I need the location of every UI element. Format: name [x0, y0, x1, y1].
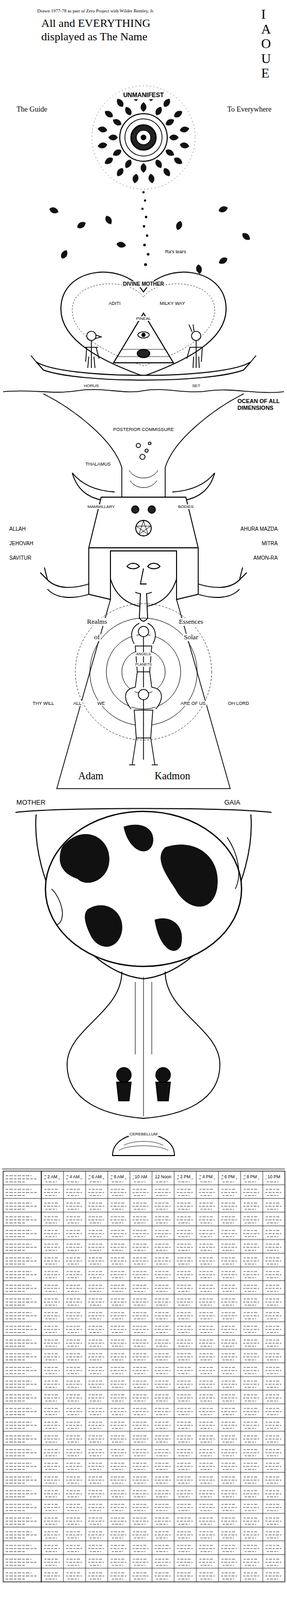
figure-label: ARE OF US	[179, 699, 207, 706]
figure-label: AMON-RA	[252, 554, 279, 561]
falling-leaves	[48, 204, 252, 275]
figure-label: MILKY WAY	[158, 300, 187, 306]
title: All and EVERYTHING displayed as The Name	[40, 16, 172, 44]
table-header: 8 PM	[245, 1173, 259, 1179]
table-header: 2 AM	[46, 1173, 59, 1179]
figure-label: ALL	[72, 699, 83, 706]
figure-label: ALLAH	[8, 525, 27, 532]
figure-label: Realms	[86, 617, 109, 626]
table-header: 6 AM	[90, 1173, 103, 1179]
figure-label: ANGELS	[135, 651, 152, 656]
figure-label: CEREBELLUM	[128, 1130, 159, 1136]
figure-label: HORUS	[83, 383, 101, 388]
figure-label: DIVINE MOTHER	[121, 280, 165, 287]
horus-set-boat	[30, 324, 257, 380]
mandala	[91, 85, 196, 189]
table-header: 4 PM	[201, 1173, 214, 1179]
figure-label: OH LORD	[226, 699, 250, 706]
figure-label: Ra's tears	[164, 248, 187, 254]
figure-label: THY WILL	[31, 699, 55, 706]
earth-bowl	[15, 807, 272, 979]
figure-label: MAMMILLARY	[86, 503, 117, 509]
adam-kadmon	[56, 598, 231, 788]
horned-head	[40, 472, 247, 621]
figure-label: Kadmon	[153, 769, 192, 781]
credit-note: Drawn 1977-78 as part of Zero Project wi…	[36, 8, 156, 14]
figure-label: Essences	[178, 617, 205, 626]
figure-label: IAOUE	[261, 7, 275, 82]
ocean-funnel	[3, 389, 284, 497]
correspondence-table	[2, 1167, 285, 1581]
figure-label: of	[93, 632, 102, 641]
table-header: 2 PM	[179, 1173, 192, 1179]
figure-label: GAIA	[222, 798, 242, 806]
figure-label: THALAMUS	[84, 460, 112, 467]
figure-label: OCEAN OF ALL DIMENSIONS	[236, 397, 284, 411]
figure-label: BODIES	[177, 503, 195, 509]
figure-label: AHURA MAZDA	[239, 525, 279, 532]
figure-label: To Everywhere	[226, 105, 273, 114]
table-header: 4 AM	[68, 1173, 81, 1179]
table-header: 10 PM	[266, 1173, 282, 1179]
figure-label: PINEAL	[135, 315, 152, 321]
tears	[141, 190, 150, 266]
figure-label: UNMANIFEST	[122, 91, 166, 100]
figure-label: Adam	[77, 769, 105, 781]
table-header: 12 Noon	[153, 1173, 173, 1179]
figure-label: SET	[190, 383, 202, 388]
figure-label: MOTHER	[15, 798, 47, 806]
figure-label: ADITI	[107, 300, 122, 306]
figure-label: WE	[96, 699, 107, 706]
table-header: 8 AM	[112, 1173, 125, 1179]
table-header: 10 AM	[133, 1173, 149, 1179]
vase-cerebellum	[67, 970, 220, 1155]
figure-label: SAVITUR	[8, 554, 33, 561]
figure-label: The Guide	[15, 105, 49, 114]
figure-label: Solar	[182, 632, 199, 641]
table-header: 6 PM	[223, 1173, 236, 1179]
figure-label: JEHOVAH	[8, 539, 35, 547]
aditi-heart	[60, 272, 227, 376]
figure-label: PLANETS	[134, 661, 153, 666]
figure-label: MITRA	[260, 539, 279, 547]
figure-label: POSTERIOR COMMISSURE	[112, 426, 175, 432]
